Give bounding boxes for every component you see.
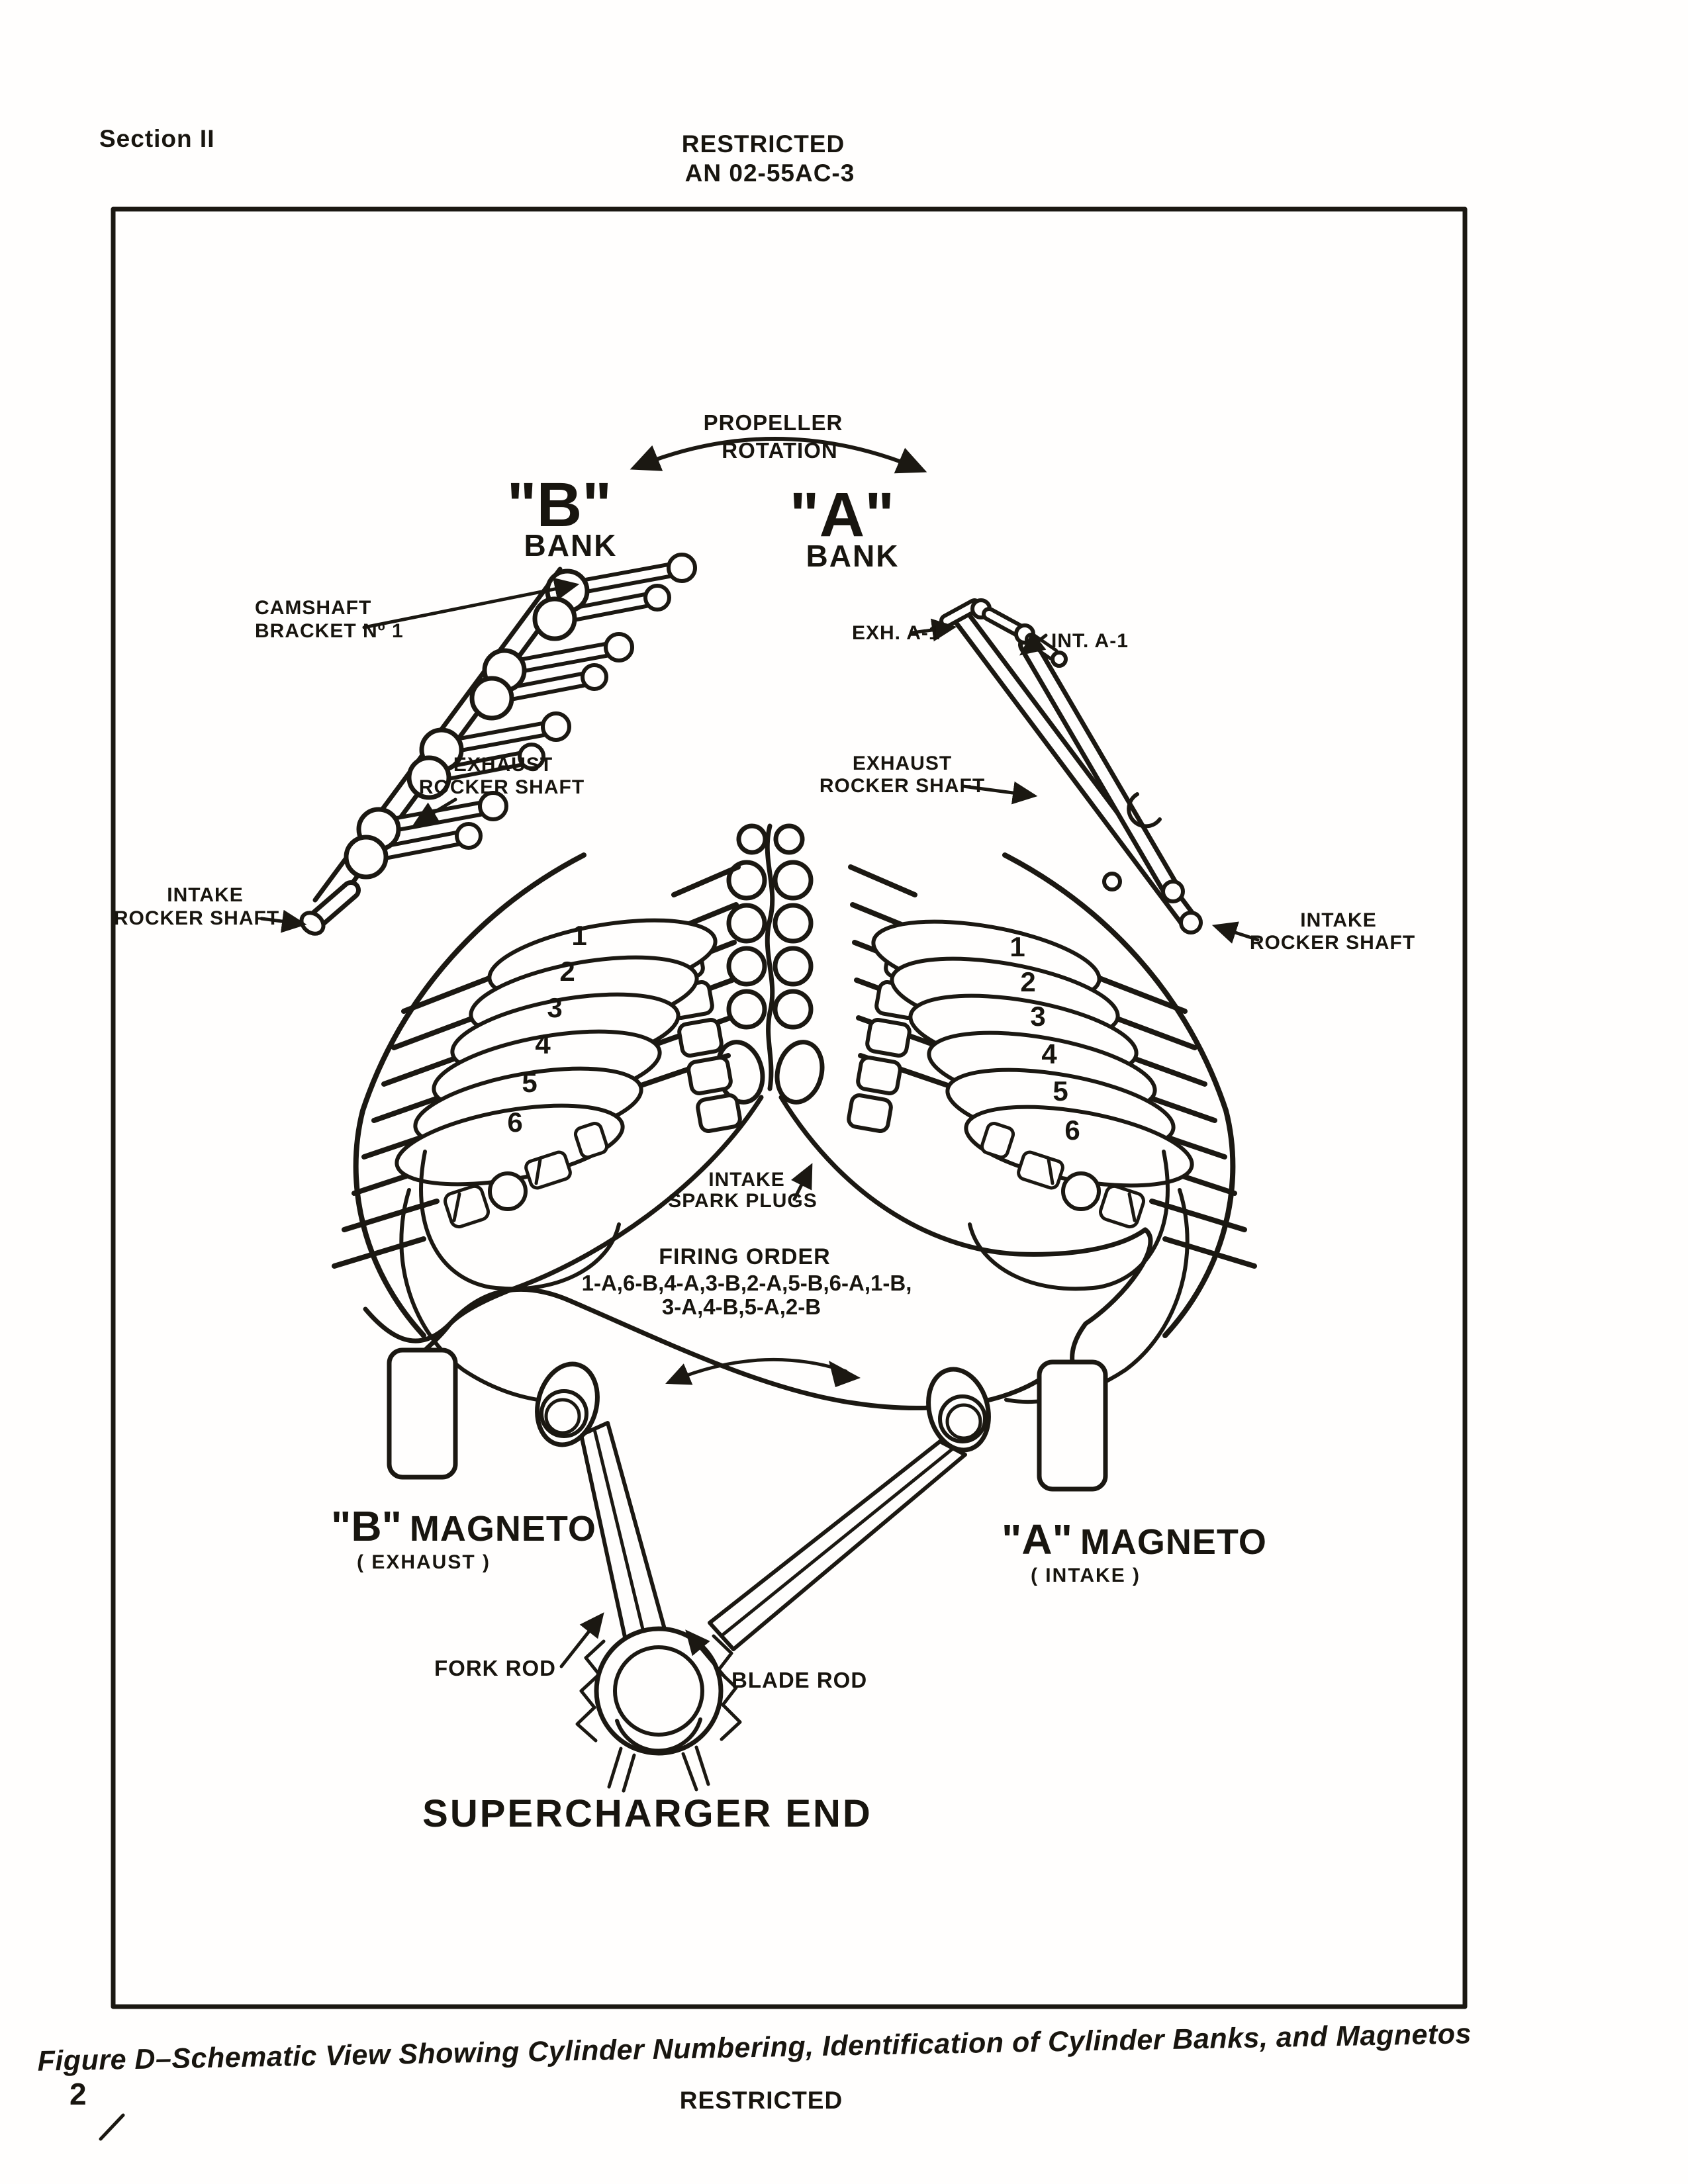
exhaust-rocker-shaft-left-label-2: ROCKER SHAFT [419,776,585,798]
bank-a-letter: "A" [790,480,895,550]
bank-b-letter: "B" [507,470,612,540]
intake-rocker-shaft-left-label-2: ROCKER SHAFT [114,907,279,929]
camshaft-bracket-label-1: CAMSHAFT [255,597,371,619]
cylinder-number: 5 [522,1067,537,1098]
magneto-b-sub-label: ( EXHAUST ) [357,1551,491,1573]
int-a1-label: INT. A-1 [1051,630,1129,652]
bank-b-word: BANK [524,528,618,563]
spark-plug-wire-braid [715,823,825,1105]
exh-a1-label: EXH. A-1 [852,622,941,644]
leader-lines [259,577,1260,1680]
magneto-a-letter: "A" [1002,1516,1072,1563]
magneto-b-letter: "B" [331,1502,402,1550]
figure-caption: Figure D–Schematic View Showing Cylinder… [37,2018,1472,2077]
magneto-b-label: "B"MAGNETO [331,1502,596,1550]
camshaft-bracket-label-2: BRACKET Nº 1 [255,620,404,642]
pen-mark [99,2113,125,2141]
fork-rod-label: FORK ROD [434,1656,556,1680]
cylinder-number: 4 [535,1028,551,1060]
bank-a-word: BANK [806,539,900,573]
cylinder-number: 2 [559,956,575,987]
b-bank-cylinders [395,918,718,1187]
connecting-rods [535,1357,991,1793]
cylinder-number: 5 [1053,1075,1068,1107]
blade-rod-label: BLADE ROD [731,1668,867,1692]
intake-rocker-shaft-right-label-1: INTAKE [1300,909,1376,931]
crank-rotation-arrow [665,1357,848,1385]
firing-order-line-2: 3-A,4-B,5-A,2-B [662,1295,821,1319]
magneto-a [1037,1359,1108,1492]
cylinder-number: 2 [1020,966,1035,997]
cylinder-number: 6 [1064,1115,1080,1146]
magneto-a-sub-label: ( INTAKE ) [1031,1565,1141,1586]
magneto-a-label: "A"MAGNETO [1002,1516,1267,1563]
cylinder-number: 3 [547,992,562,1023]
cylinder-number: 1 [571,920,586,951]
intake-spark-plugs-label-1: INTAKE [708,1169,784,1191]
cylinder-number: 4 [1041,1038,1057,1069]
restricted-top: RESTRICTED [682,130,845,158]
figure-border [111,206,1468,2009]
intake-rocker-shaft-right-label-2: ROCKER SHAFT [1250,932,1415,954]
magneto-b [387,1347,458,1480]
magneto-a-word: MAGNETO [1080,1522,1267,1562]
propeller-rotation-arrow [630,437,927,474]
firing-order-line-1: 1-A,6-B,4-A,3-B,2-A,5-B,6-A,1-B, [582,1271,912,1295]
restricted-bottom: RESTRICTED [680,2087,843,2114]
firing-order-title: FIRING ORDER [659,1244,830,1269]
cylinder-number: 3 [1030,1001,1045,1032]
exhaust-rocker-shaft-right-label-1: EXHAUST [853,752,952,774]
b-bank-cylinder-numbers: 1 2 3 4 5 6 [507,920,586,1138]
propeller-rotation-label-2: ROTATION [722,438,837,463]
exhaust-rocker-shaft-right-label-2: ROCKER SHAFT [820,775,985,797]
propeller-rotation-label-1: PROPELLER [704,410,843,435]
a-bank-cylinder-numbers: 1 2 3 4 5 6 [1009,931,1080,1146]
cylinder-number: 1 [1009,931,1025,962]
exhaust-rocker-shaft-left-label-1: EXHAUST [453,754,553,776]
cylinder-number: 6 [507,1107,522,1138]
supercharger-end-label: SUPERCHARGER END [422,1792,872,1835]
intake-rocker-shaft-left-label-1: INTAKE [167,884,243,906]
doc-number: AN 02-55AC-3 [685,159,855,187]
section-header: Section II [99,125,214,152]
magneto-b-word: MAGNETO [410,1509,596,1549]
intake-spark-plugs-label-2: SPARK PLUGS [668,1190,817,1212]
page-number: 2 [70,2077,87,2111]
